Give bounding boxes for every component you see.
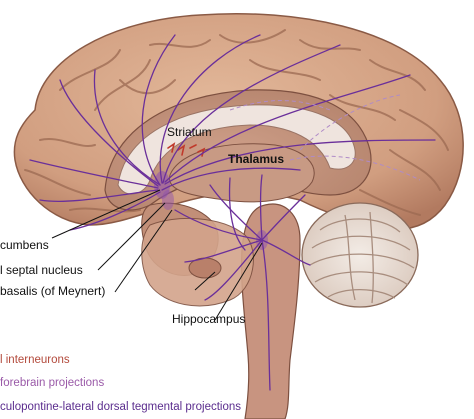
gyri-folds [24,29,449,216]
dashed-pathways [229,94,421,181]
label-septal-nucleus: l septal nucleus [0,263,83,277]
septal-highlight [162,190,174,210]
thalamus-region [169,143,315,203]
label-striatum: Striatum [167,125,212,139]
cerebellum [301,202,419,308]
legend-interneurons: l interneurons [0,354,70,366]
legend-forebrain-projections: forebrain projections [0,377,105,389]
label-thalamus: Thalamus [228,152,285,166]
brainstem [240,203,301,419]
projection-pathways [29,34,436,391]
nucleus-basalis-highlight [154,171,170,199]
label-accumbens: cumbens [0,238,49,252]
label-hippocampus: Hippocampus [172,312,246,326]
label-nucleus-basalis: basalis (of Meynert) [0,284,106,298]
leader-lines [51,189,263,321]
legend-pontine-projections: culopontine-lateral dorsal tegmental pro… [0,401,242,413]
